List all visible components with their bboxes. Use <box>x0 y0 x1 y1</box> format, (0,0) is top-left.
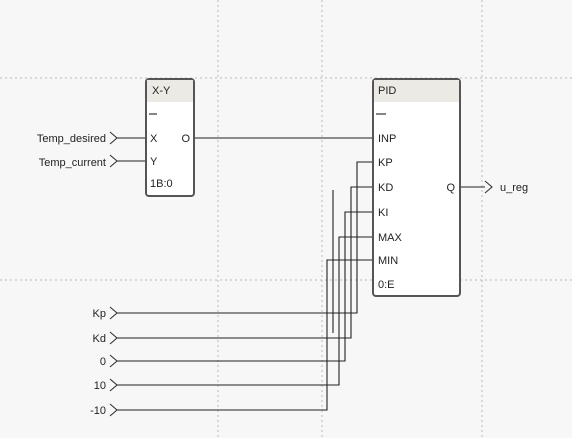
pid-port-min: MIN <box>378 255 398 267</box>
chevron-right-icon <box>109 403 118 417</box>
pid-block[interactable]: PID INP KP KD KI MAX MIN 0:E Q <box>372 78 461 297</box>
xy-block-id: 1B:0 <box>150 178 173 190</box>
chevron-right-icon <box>484 180 493 194</box>
output-label-u-reg: u_reg <box>500 182 528 194</box>
input-label-kd: Kd <box>93 333 106 345</box>
xy-port-y: Y <box>150 156 158 168</box>
input-label-ten: 10 <box>94 380 106 392</box>
input-ten[interactable]: 10 <box>94 378 118 392</box>
xy-block-frame <box>145 78 195 197</box>
wire-kd <box>117 186 373 339</box>
input-label-minus-ten: -10 <box>90 405 106 417</box>
chevron-right-icon <box>109 154 118 168</box>
input-minus-ten[interactable]: -10 <box>90 403 118 417</box>
chevron-right-icon <box>109 331 118 345</box>
input-kp[interactable]: Kp <box>93 306 118 320</box>
chevron-right-icon <box>109 378 118 392</box>
input-label-temp-current: Temp_current <box>39 157 106 169</box>
input-label-kp: Kp <box>93 308 106 320</box>
pid-port-inp: INP <box>378 133 396 145</box>
chevron-right-icon <box>109 354 118 368</box>
wire-minus-ten-min <box>117 259 373 411</box>
pid-port-kd: KD <box>378 182 393 194</box>
input-temp-current[interactable]: Temp_current <box>39 154 118 169</box>
wire-ten-max <box>117 236 373 386</box>
xy-block[interactable]: X-Y X Y O 1B:0 <box>145 78 195 197</box>
pid-block-title: PID <box>378 85 396 97</box>
input-label-zero: 0 <box>100 356 106 368</box>
pid-port-max: MAX <box>378 232 403 244</box>
wire-zero-ki <box>117 211 373 362</box>
pid-block-id: 0:E <box>378 279 395 291</box>
chevron-right-icon <box>109 131 118 145</box>
pid-port-q: Q <box>446 182 455 194</box>
xy-block-header <box>147 80 193 102</box>
xy-port-x: X <box>150 133 158 145</box>
pid-block-frame <box>372 78 461 297</box>
pid-port-ki: KI <box>378 207 388 219</box>
input-zero[interactable]: 0 <box>100 354 118 368</box>
chevron-right-icon <box>109 306 118 320</box>
pid-block-header <box>374 80 459 102</box>
input-temp-desired[interactable]: Temp_desired <box>37 131 118 145</box>
wires <box>117 137 485 411</box>
xy-block-title: X-Y <box>152 85 171 97</box>
output-u-reg[interactable]: u_reg <box>484 180 528 194</box>
input-label-temp-desired: Temp_desired <box>37 133 106 145</box>
pid-port-kp: KP <box>378 157 393 169</box>
input-kd[interactable]: Kd <box>93 331 118 345</box>
xy-port-o: O <box>181 133 190 145</box>
